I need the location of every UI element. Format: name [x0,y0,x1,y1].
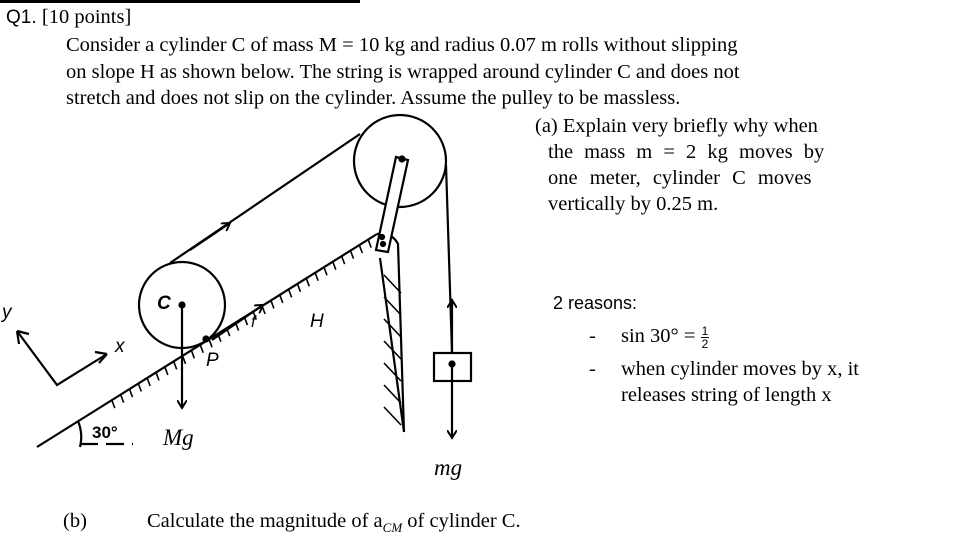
hatch-mark [270,300,275,309]
incline-hatching [111,239,372,409]
hatch-mark [190,350,196,359]
hatch-mark [340,255,346,265]
part-a-line-4: vertically by 0.25 m. [548,193,719,215]
question-header: Q1. [10 points] [6,4,131,31]
intro-line-2: on slope H as shown below. The string is… [66,61,740,83]
fraction-numerator: 1 [700,323,710,338]
bullet-marker-1: - [589,325,596,347]
label-angle: 30° [92,423,118,442]
hatch-mark [146,377,151,387]
question-points: [10 points] [41,6,132,28]
label-h: H [310,311,324,332]
top-rule [0,0,360,3]
hatch-mark [199,344,204,354]
hatch-mark [279,294,284,304]
label-c: C [157,293,171,314]
fraction-denominator: 2 [701,336,709,351]
wall-hatch-mark [383,318,402,338]
wall-hatching [383,274,402,426]
arm-pivot-2 [379,240,387,248]
label-f: f [251,314,257,331]
hatch-mark [164,366,169,376]
hatch-mark [296,283,302,293]
part-b-text: Calculate the magnitude of aCM of cylind… [147,508,521,541]
coordinate-axes [16,330,108,387]
part-b-prefix: Calculate the magnitude of a [147,510,383,532]
label-y: y [0,302,13,323]
friction-arrow [211,305,263,341]
answer-heading: 2 reasons: [553,293,638,313]
pulley-axle [398,155,406,163]
answer-bullet-2-line-1: when cylinder moves by x, it [621,358,859,380]
label-Mg: Mg [162,425,194,450]
wall-hatch-mark [383,274,402,294]
part-a-line-2: the mass m = 2 kg moves by [548,141,825,163]
hatch-mark [367,239,372,248]
part-a-line-1: (a) Explain very briefly why when [535,115,818,137]
x-axis-arrowhead [94,350,108,364]
answer-bullet-2-line-2: releases string of length x [621,384,832,406]
hatch-mark [314,272,319,282]
hatch-mark [332,261,337,270]
label-x: x [114,336,126,357]
hatch-mark [323,266,328,276]
sin-expression: sin 30° = [621,325,696,347]
hatch-mark [128,388,134,398]
hatch-mark [119,394,125,403]
hatch-mark [111,399,116,409]
hatch-mark [358,244,364,254]
label-p: P [206,350,219,371]
part-a-line-3: one meter, cylinder C moves [548,167,812,189]
hatch-mark [305,278,311,287]
part-b-subscript: CM [382,520,403,536]
part-b-label: (b) [63,510,87,532]
hatch-mark [137,383,143,392]
contact-point-p [202,335,210,343]
hatch-mark [349,250,355,259]
question-number: Q1. [6,7,37,28]
label-mg: mg [434,455,462,480]
hatch-mark [287,289,293,298]
wall-hatch-mark [383,406,402,426]
pulley [352,113,448,209]
angle-arc [76,420,83,448]
part-b-suffix: of cylinder C. [402,510,521,532]
hatch-mark [261,305,266,315]
y-axis-arrowhead [15,329,30,345]
hatch-mark [155,372,160,381]
hatch-mark [172,361,178,370]
tension-arrow [189,223,230,251]
arm-pivot [378,233,386,241]
intro-line-1: Consider a cylinder C of mass M = 10 kg … [66,34,738,56]
wall-hatch-mark [383,296,402,316]
intro-line-3: stretch and does not slip on the cylinde… [66,87,681,109]
hatch-mark [208,338,213,348]
wall-hatch-mark [383,384,402,404]
wall-hatch-mark [383,340,402,360]
bullet-marker-2: - [589,358,596,380]
wall-hatch-mark [383,362,402,382]
